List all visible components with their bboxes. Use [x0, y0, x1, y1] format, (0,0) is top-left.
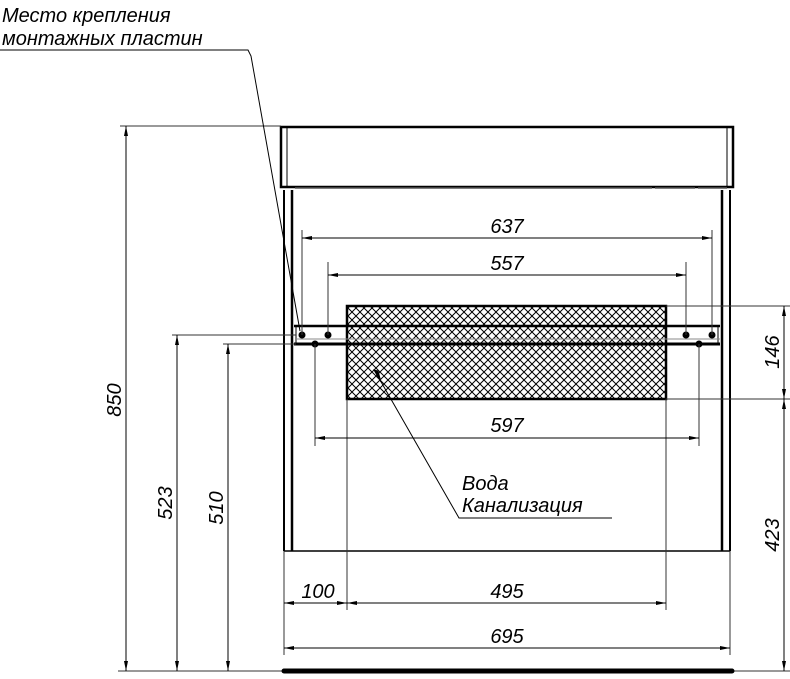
dim-523: 523	[155, 486, 177, 519]
note-water: Вода	[462, 473, 509, 495]
dim-695: 695	[490, 626, 524, 648]
dim-423: 423	[762, 518, 784, 551]
connection-zone-hatch	[345, 304, 668, 401]
dim-495: 495	[490, 581, 524, 603]
dim-146: 146	[762, 334, 784, 368]
note-mounting-line2: монтажных пластин	[2, 28, 203, 50]
leader-lines	[0, 49, 612, 519]
dimension-lines	[124, 126, 786, 671]
cabinet-body	[283, 190, 731, 552]
note-sewage: Канализация	[462, 495, 583, 517]
countertop	[279, 125, 735, 189]
dim-510: 510	[206, 491, 228, 524]
dim-637: 637	[490, 216, 524, 238]
dim-557: 557	[490, 253, 524, 275]
dim-850: 850	[104, 383, 126, 416]
note-mounting-line1: Место крепления	[2, 5, 171, 27]
dim-100: 100	[301, 581, 334, 603]
dim-597: 597	[490, 415, 524, 437]
